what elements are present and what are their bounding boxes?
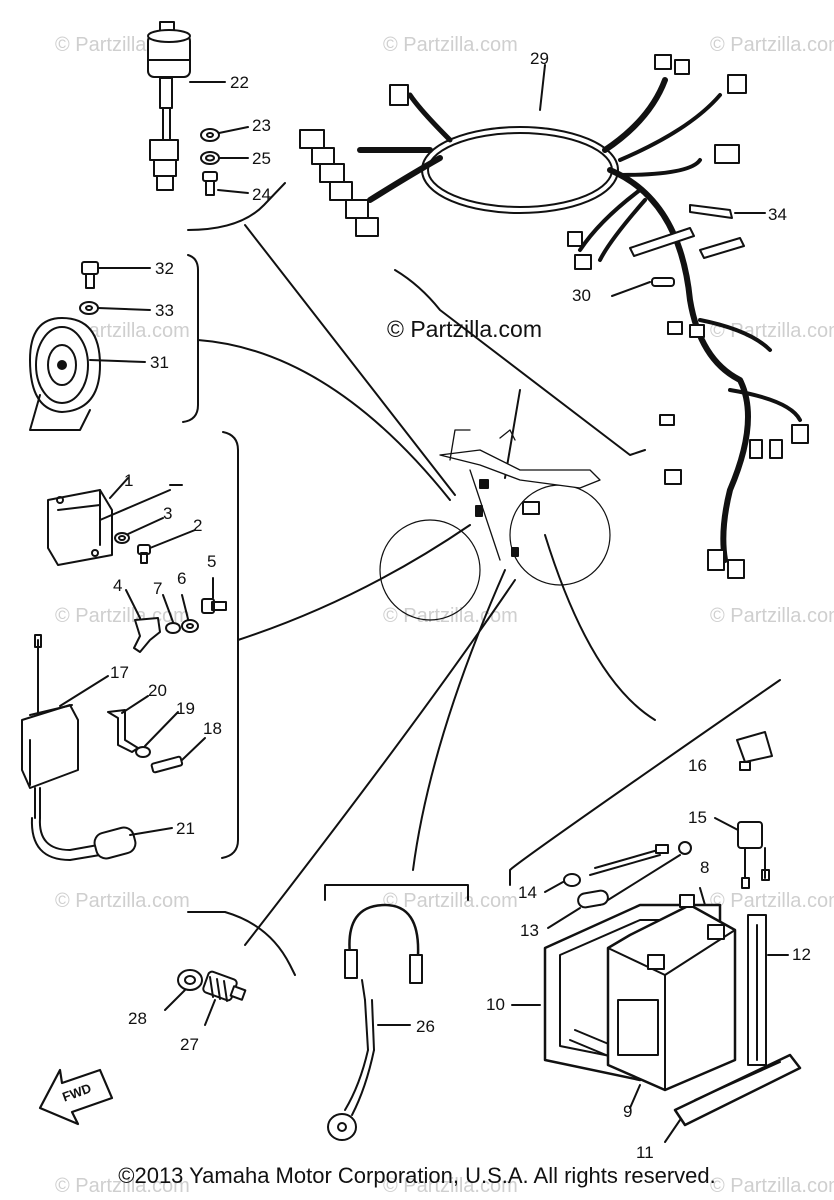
watermark: © Partzilla.com bbox=[710, 605, 834, 627]
terminal bbox=[563, 873, 581, 887]
bracket bbox=[133, 617, 161, 653]
callout-26: 26 bbox=[416, 1017, 435, 1036]
battery-band bbox=[747, 914, 767, 1066]
bolt bbox=[150, 755, 184, 774]
callout-13: 13 bbox=[520, 921, 539, 940]
center-watermark: © Partzilla.com bbox=[387, 316, 542, 342]
horn bbox=[29, 317, 101, 431]
callout-15: 15 bbox=[688, 808, 707, 827]
callout-19: 19 bbox=[176, 699, 195, 718]
watermark: © Partzilla.com bbox=[710, 320, 834, 342]
callout-1: 1 bbox=[124, 471, 134, 490]
battery-band-rubber bbox=[673, 1053, 802, 1127]
wire-harness bbox=[299, 54, 809, 579]
watermark: © Partzilla.com bbox=[710, 34, 834, 56]
washer bbox=[200, 151, 220, 165]
callout-14: 14 bbox=[518, 883, 537, 902]
screw bbox=[202, 171, 218, 196]
watermark: © Partzilla.com bbox=[710, 1175, 834, 1197]
frame-outline bbox=[379, 429, 611, 621]
callout-10: 10 bbox=[486, 995, 505, 1014]
callout-30: 30 bbox=[572, 286, 591, 305]
callout-29: 29 bbox=[530, 49, 549, 68]
nut bbox=[200, 128, 220, 142]
callout-31: 31 bbox=[150, 353, 169, 372]
watermark: © Partzilla.com bbox=[55, 890, 190, 912]
washer bbox=[135, 746, 151, 758]
tube bbox=[577, 889, 609, 909]
callout-21: 21 bbox=[176, 819, 195, 838]
watermark: © Partzilla.com bbox=[383, 890, 518, 912]
band-clamp bbox=[629, 204, 745, 259]
fuse-holder bbox=[736, 731, 773, 771]
callout-4: 4 bbox=[113, 576, 123, 595]
callout-20: 20 bbox=[148, 681, 167, 700]
callout-28: 28 bbox=[128, 1009, 147, 1028]
callout-34: 34 bbox=[768, 205, 787, 224]
copyright-footer: ©2013 Yamaha Motor Corporation, U.S.A. A… bbox=[118, 1163, 716, 1188]
callout-23: 23 bbox=[252, 116, 271, 135]
callout-27: 27 bbox=[180, 1035, 199, 1054]
callout-12: 12 bbox=[792, 945, 811, 964]
gasket bbox=[177, 969, 203, 991]
plug-cap-lead bbox=[327, 903, 423, 1141]
watermark: © Partzilla.com bbox=[710, 890, 834, 912]
fwd-arrow-icon bbox=[38, 1068, 114, 1126]
callout-24: 24 bbox=[252, 185, 271, 204]
screw bbox=[137, 544, 151, 564]
callout-22: 22 bbox=[230, 73, 249, 92]
callout-9: 9 bbox=[623, 1102, 633, 1121]
neutral-switch bbox=[202, 970, 247, 1002]
callout-25: 25 bbox=[252, 149, 271, 168]
main-switch bbox=[147, 21, 191, 191]
battery bbox=[606, 894, 737, 1092]
callout-7: 7 bbox=[153, 579, 163, 598]
watermark: © Partzilla.com bbox=[383, 34, 518, 56]
igniter-unit bbox=[47, 489, 113, 566]
nut bbox=[79, 301, 99, 315]
callout-33: 33 bbox=[155, 301, 174, 320]
stay-bracket bbox=[107, 709, 139, 753]
fuse-socket bbox=[737, 821, 770, 889]
callout-2: 2 bbox=[193, 516, 203, 535]
watermark: © Partzilla.com bbox=[55, 1175, 190, 1197]
callout-6: 6 bbox=[177, 569, 187, 588]
nut bbox=[165, 622, 181, 634]
screw bbox=[201, 598, 227, 614]
ignition-coil bbox=[21, 634, 137, 861]
callout-8: 8 bbox=[700, 858, 710, 877]
callout-16: 16 bbox=[688, 756, 707, 775]
callout-17: 17 bbox=[110, 663, 129, 682]
battery-lead bbox=[589, 841, 692, 906]
washer bbox=[181, 619, 199, 633]
callout-11: 11 bbox=[636, 1143, 654, 1162]
watermark: © Partzilla.com bbox=[383, 1175, 518, 1197]
bolt bbox=[81, 261, 99, 289]
callout-5: 5 bbox=[207, 552, 217, 571]
callout-32: 32 bbox=[155, 259, 174, 278]
callout-3: 3 bbox=[163, 504, 173, 523]
callout-18: 18 bbox=[203, 719, 222, 738]
washer bbox=[114, 532, 130, 544]
